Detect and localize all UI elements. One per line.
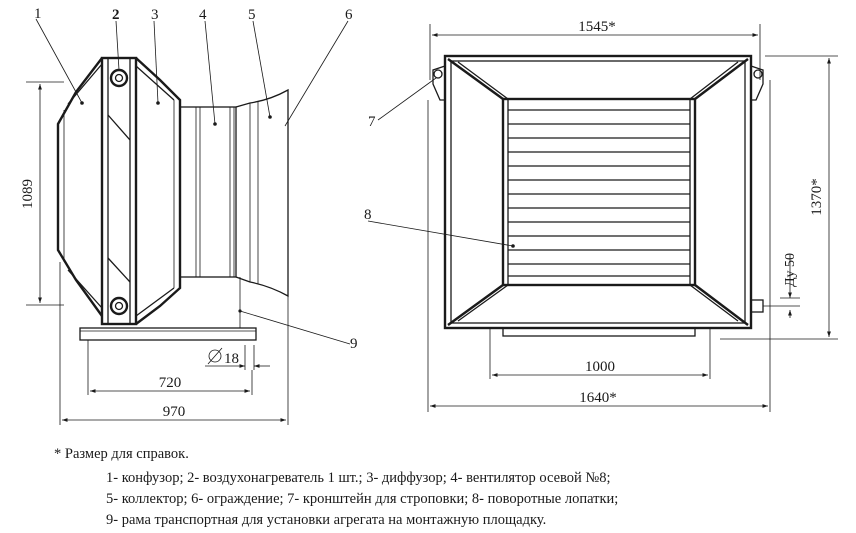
vanes-opening (501, 97, 697, 287)
side-view: 1089 18 720 970 1 2 3 4 5 6 9 (20, 6, 358, 425)
dim-diameter-18: 18 (224, 351, 239, 367)
confusor (56, 57, 103, 317)
footnote: * Размер для справок. (54, 446, 189, 462)
outlet-pipe (750, 299, 764, 313)
transport-frame (79, 327, 257, 341)
dim-width-970: 970 (163, 404, 186, 420)
legend-line-1: 1- конфузор; 2- воздухонагреватель 1 шт.… (106, 470, 611, 486)
heater-pipe-bottom (109, 296, 129, 316)
front-outer-frame (443, 54, 753, 330)
callout-4: 4 (199, 7, 207, 23)
dim-height-1089: 1089 (20, 179, 36, 209)
callout-7: 7 (368, 114, 376, 130)
callout-3: 3 (151, 7, 159, 23)
callout-6: 6 (345, 7, 353, 23)
legend-line-2: 5- коллектор; 6- ограждение; 7- кронштей… (106, 491, 619, 507)
lifting-bracket-left (432, 65, 446, 101)
air-heater (100, 56, 138, 326)
axial-fan (179, 106, 237, 278)
dim-width-1000: 1000 (585, 359, 615, 375)
lifting-bracket-right (750, 65, 764, 101)
callout-5: 5 (248, 7, 256, 23)
collector (235, 88, 289, 298)
legend-line-3: 9- рама транспортная для установки агрег… (106, 512, 547, 528)
heater-pipe-top (109, 68, 129, 88)
dim-height-1370: 1370* (809, 178, 825, 216)
front-view: Ду 50 1545* 1370* 1000 1640* 7 8 (364, 19, 838, 412)
rotary-vanes (508, 109, 690, 277)
dim-width-1545: 1545* (578, 19, 616, 35)
callout-9: 9 (350, 336, 358, 352)
dim-width-720: 720 (159, 375, 182, 391)
dim-outlet-du50: Ду 50 (783, 253, 798, 287)
callout-2: 2 (112, 7, 120, 23)
callout-1: 1 (34, 6, 42, 22)
callout-8: 8 (364, 207, 372, 223)
dim-width-1640: 1640* (579, 390, 617, 406)
